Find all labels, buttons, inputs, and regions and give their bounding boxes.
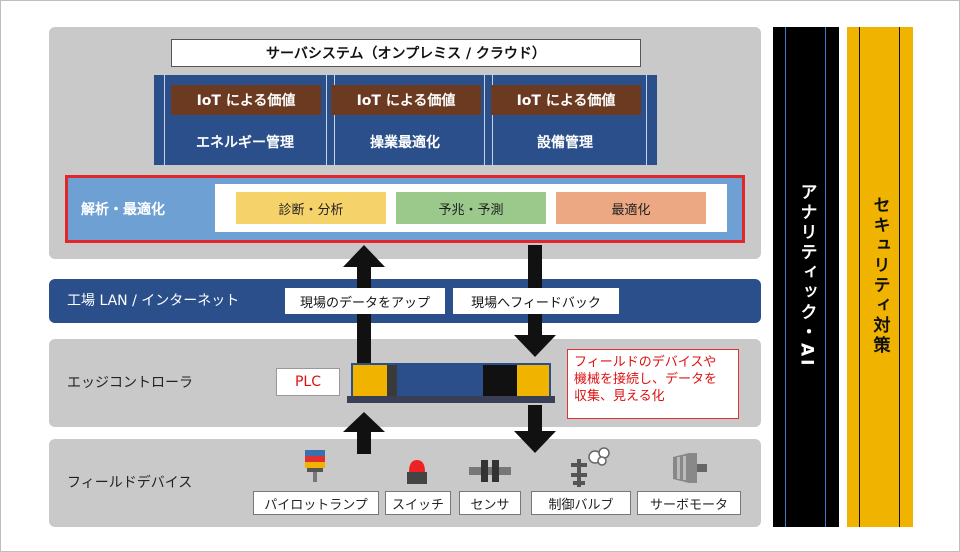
- control-valve-icon: [567, 445, 613, 489]
- upload-arrow-lower: [343, 412, 385, 454]
- bar-edge-line: [825, 27, 826, 527]
- plc-label: PLC: [276, 368, 340, 396]
- bar-edge-line: [859, 27, 860, 527]
- security-label: セキュリティ対策: [869, 196, 890, 356]
- bar-edge-line: [785, 27, 786, 527]
- servo-motor-tag: サーボモータ: [637, 491, 741, 515]
- pilot-lamp-tag: パイロットランプ: [253, 491, 379, 515]
- sensor-tag: センサ: [459, 491, 521, 515]
- bar-edge-line: [899, 27, 900, 527]
- control-valve-tag: 制御バルブ: [531, 491, 631, 515]
- analytics-ai-bar: [773, 27, 839, 527]
- analytics-ai-label: アナリティック・AI: [796, 183, 817, 369]
- equipment-management-label: 設備管理: [537, 135, 593, 151]
- column-divider: [484, 75, 485, 165]
- operation-optimization-label: 操業最適化: [370, 135, 440, 151]
- callout-line: フィールドのデバイスや: [574, 355, 717, 370]
- diagnosis-analysis-chip: 診断・分析: [236, 192, 386, 224]
- column-divider: [334, 75, 335, 165]
- pilot-lamp-icon: [301, 448, 329, 488]
- column-divider: [492, 75, 493, 165]
- server-system-title: サーバシステム（オンプレミス / クラウド）: [171, 39, 641, 67]
- factory-lan-label: 工場 LAN / インターネット: [67, 293, 240, 309]
- analysis-label: 解析・最適化: [81, 202, 165, 218]
- field-devices-label: フィールドデバイス: [67, 475, 193, 491]
- column-divider: [646, 75, 647, 165]
- callout-line: 機械を接続し、データを: [574, 372, 718, 387]
- upload-data-tag: 現場のデータをアップ: [285, 288, 445, 314]
- switch-icon: [403, 456, 431, 486]
- iot-value-label: IoT による価値: [331, 85, 481, 115]
- optimization-chip: 最適化: [556, 192, 706, 224]
- servo-motor-icon: [669, 449, 711, 487]
- edge-controller-label: エッジコントローラ: [67, 375, 193, 391]
- column-divider: [164, 75, 165, 165]
- column-divider: [326, 75, 327, 165]
- feedback-tag: 現場へフィードバック: [453, 288, 619, 314]
- energy-management-label: エネルギー管理: [196, 135, 294, 151]
- edge-callout: フィールドのデバイスや 機械を接続し、データを 収集、見える化: [567, 349, 739, 419]
- iot-value-label: IoT による価値: [171, 85, 321, 115]
- security-bar: [847, 27, 913, 527]
- prediction-chip: 予兆・予測: [396, 192, 546, 224]
- edge-controller-icon: [347, 363, 555, 403]
- iot-value-label: IoT による価値: [491, 85, 641, 115]
- callout-line: 収集、見える化: [574, 389, 665, 404]
- switch-tag: スイッチ: [385, 491, 451, 515]
- feedback-arrow-lower: [514, 405, 556, 453]
- sensor-icon: [467, 456, 513, 486]
- edge-controller-device: [347, 359, 555, 403]
